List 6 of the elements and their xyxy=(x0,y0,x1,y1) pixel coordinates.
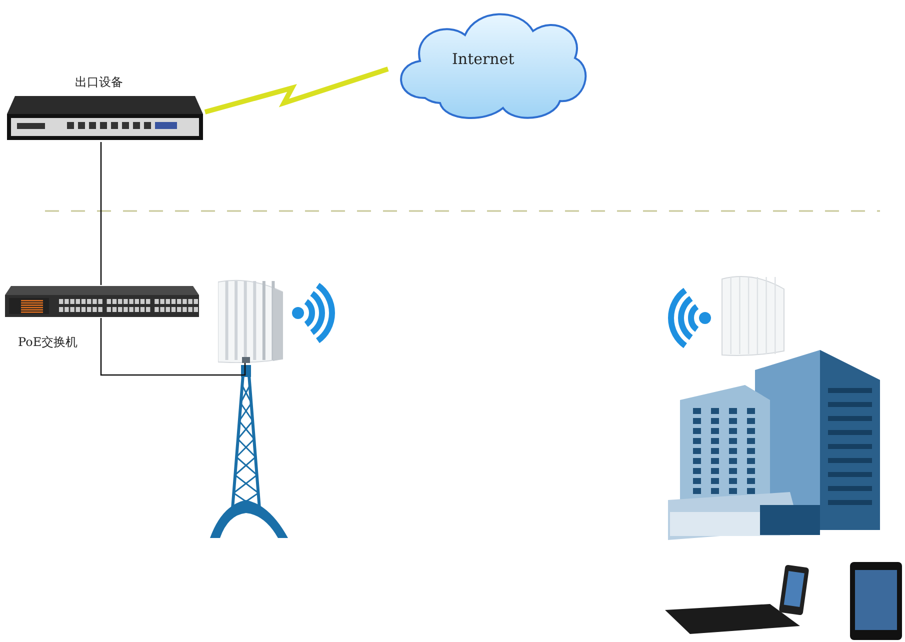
device-label: 出口设备 xyxy=(75,74,123,91)
cable-line xyxy=(100,318,246,376)
device-label: PoE交换机 xyxy=(18,334,78,351)
cloud-label: Internet xyxy=(452,50,514,68)
cable-line xyxy=(100,142,102,285)
lightning-link xyxy=(204,66,389,114)
